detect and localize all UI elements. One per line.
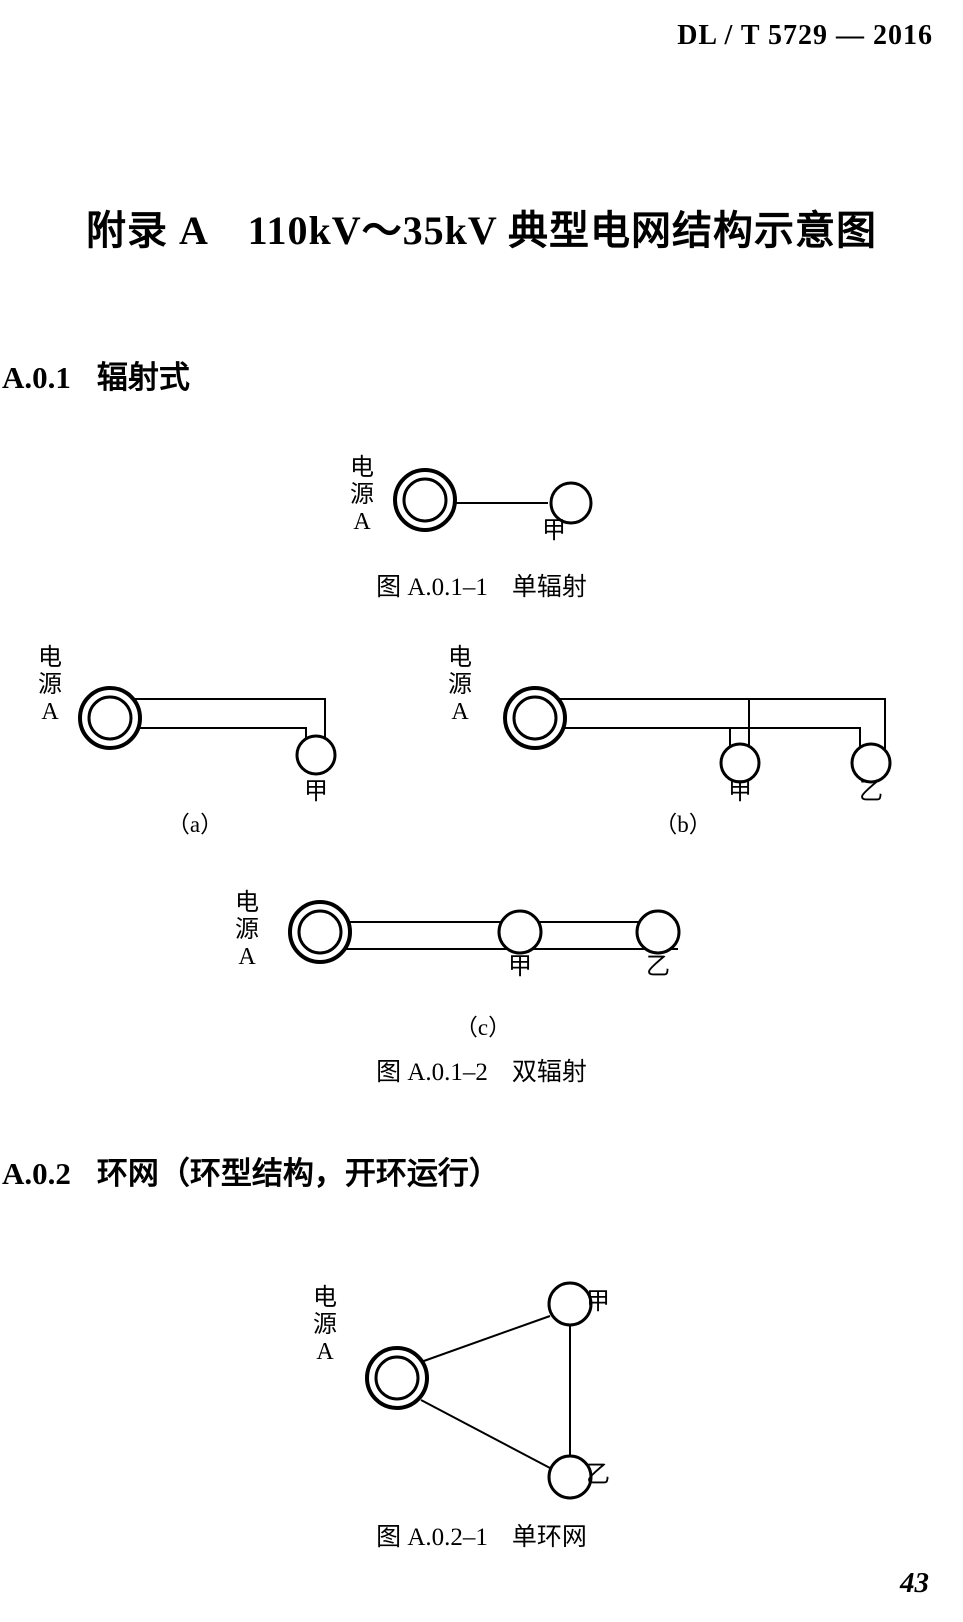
figure-a021-caption: 图 A.0.2–1 单环网 [0, 1517, 963, 1553]
appendix-title: 附录 A 110kV～35kV 典型电网结构示意图 [85, 208, 877, 253]
figure-a012b-jia-label: 甲 [728, 779, 752, 805]
figure-a011-caption-number: 图 A.0.1–1 [376, 574, 488, 601]
substation-jia-node [549, 481, 593, 525]
source-node-inner-circle [297, 909, 343, 955]
source-label-line-2: 源 [350, 481, 374, 508]
figure-a012c-jia-label: 甲 [508, 954, 532, 980]
figure-a011-caption-title: 单辐射 [511, 574, 587, 601]
figure-a011-caption: 图 A.0.1–1 单辐射 [0, 567, 963, 603]
source-label-line-3: A [451, 698, 469, 725]
source-node-inner-circle [374, 1355, 420, 1401]
source-label-line-3: A [41, 698, 59, 725]
figure-a012c-yi-label: 乙 [646, 954, 670, 980]
section-number: A.0.1 [2, 360, 71, 395]
substation-yi-node [850, 742, 892, 784]
section-title: 辐射式 [96, 360, 190, 395]
figure-a012c-source-label: 电 源 A [235, 890, 259, 971]
figure-a012-caption-number: 图 A.0.1–2 [376, 1059, 488, 1086]
figure-a021-source-label: 电 源 A [313, 1285, 337, 1366]
figure-a011-diagram [380, 455, 600, 560]
source-label-line-2: 源 [38, 671, 62, 698]
figure-a012a-jia-label: 甲 [304, 779, 328, 805]
section-number: A.0.2 [2, 1156, 71, 1191]
figure-a012-sublabel-c: （c） [454, 1015, 512, 1040]
figure-a021-jia-label: 甲 [586, 1289, 610, 1315]
figure-a012a-diagram [70, 660, 370, 800]
figure-a012-caption: 图 A.0.1–2 双辐射 [0, 1052, 963, 1088]
ring-line-source-to-jia [420, 1315, 551, 1363]
figure-a012-sublabel-a: （a） [166, 812, 224, 837]
source-label-line-1: 电 [313, 1285, 337, 1311]
feeder-line-inner [539, 727, 861, 748]
source-label-line-3: A [238, 943, 256, 970]
source-label-line-1: 电 [448, 645, 472, 671]
source-label-line-1: 电 [38, 645, 62, 671]
section-heading-a-0-1: A.0.1 辐射式 [2, 352, 190, 397]
figure-a012b-source-label: 电 源 A [448, 645, 472, 726]
figure-a011-jia-label: 甲 [542, 518, 566, 544]
substation-jia-node [547, 1281, 593, 1327]
feeder-line-outer [539, 698, 886, 755]
figure-a012c-diagram [278, 895, 698, 1005]
source-label-line-3: A [316, 1338, 334, 1365]
source-label-line-2: 源 [235, 916, 259, 943]
substation-jia-node [295, 734, 337, 776]
feeder-line-outer [114, 698, 326, 755]
source-label-line-1: 电 [235, 890, 259, 916]
section-title: 环网（环型结构，开环运行） [96, 1156, 500, 1191]
source-label-line-2: 源 [313, 1311, 337, 1338]
figure-a012-sublabel-b: （b） [654, 812, 712, 837]
figure-a021-caption-number: 图 A.0.2–1 [376, 1524, 488, 1551]
substation-jia-node [719, 742, 761, 784]
page-number: 43 [900, 1567, 929, 1599]
ring-line-source-to-yi [420, 1399, 551, 1469]
source-node-inner-circle [512, 695, 558, 741]
source-node-inner-circle [402, 477, 448, 523]
source-label-line-3: A [353, 508, 371, 535]
section-heading-a-0-2: A.0.2 环网（环型结构，开环运行） [2, 1148, 500, 1193]
figure-a012a-source-label: 电 源 A [38, 645, 62, 726]
source-node-inner-circle [87, 695, 133, 741]
feeder-line-inner [114, 727, 307, 748]
substation-jia-node [497, 909, 543, 955]
figure-a021-caption-title: 单环网 [511, 1524, 587, 1551]
source-label-line-2: 源 [448, 671, 472, 698]
figure-a021-diagram [345, 1265, 625, 1515]
figure-a012b-diagram [495, 660, 915, 800]
running-header-standard-id: DL / T 5729 — 2016 [677, 20, 933, 51]
substation-yi-node [547, 1454, 593, 1500]
substation-yi-node [635, 909, 681, 955]
figure-a012-caption-title: 双辐射 [511, 1059, 587, 1086]
figure-a021-yi-label: 乙 [586, 1462, 610, 1488]
figure-a012b-yi-label: 乙 [859, 779, 883, 805]
figure-a011-source-label: 电 源 A [350, 455, 374, 536]
source-label-line-1: 电 [350, 455, 374, 481]
